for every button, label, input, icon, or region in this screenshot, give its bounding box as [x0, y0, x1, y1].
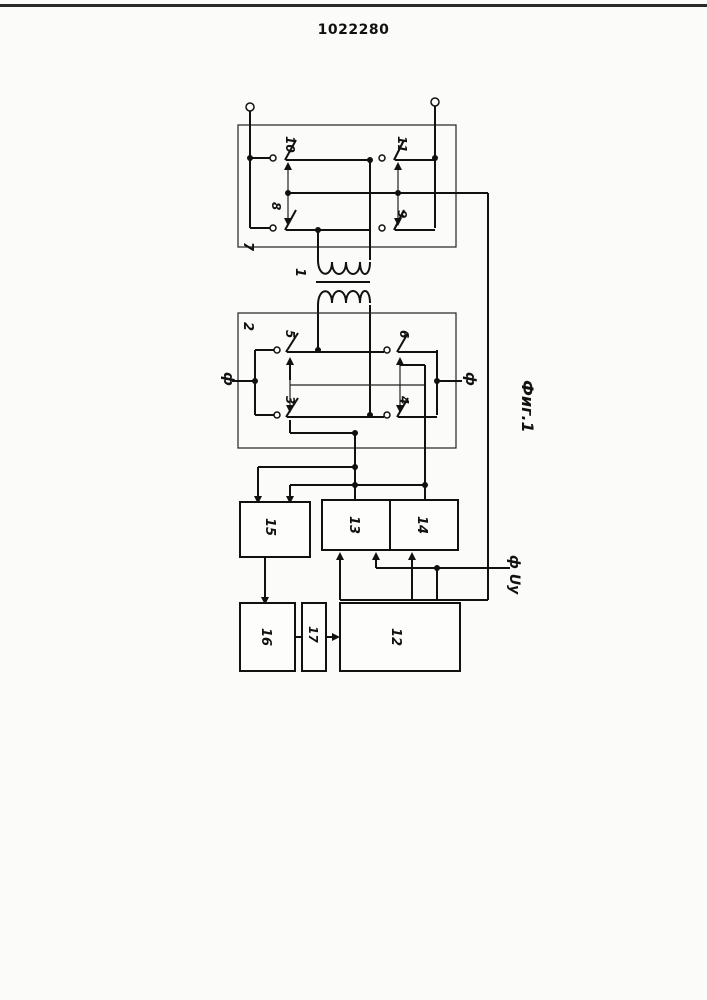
transformer-primary [318, 291, 370, 305]
figure-caption: Фиг.1 [518, 380, 537, 433]
label-2: 2 [240, 322, 255, 331]
output-terminal-left [246, 103, 254, 111]
label-6: 6 [397, 330, 411, 338]
label-8: 8 [269, 202, 283, 210]
input-terminal-right: ф [462, 372, 478, 386]
label-9: 9 [395, 210, 409, 218]
label-14: 14 [414, 516, 429, 534]
transformer-secondary [318, 260, 370, 274]
label-16: 16 [258, 628, 273, 646]
input-terminal-left: ф [220, 372, 236, 386]
control-input-terminal: ф Uу [506, 555, 522, 595]
label-12: 12 [388, 628, 403, 646]
label-7: 7 [240, 242, 255, 252]
label-11: 11 [395, 136, 409, 153]
output-terminal-right [431, 98, 439, 106]
label-13: 13 [346, 516, 361, 534]
label-15: 15 [262, 518, 277, 536]
label-4: 4 [397, 395, 411, 404]
label-17: 17 [306, 626, 320, 643]
block-2-frame [238, 313, 456, 448]
label-10: 10 [283, 136, 297, 153]
label-5: 5 [283, 330, 297, 338]
label-1: 1 [292, 268, 307, 277]
